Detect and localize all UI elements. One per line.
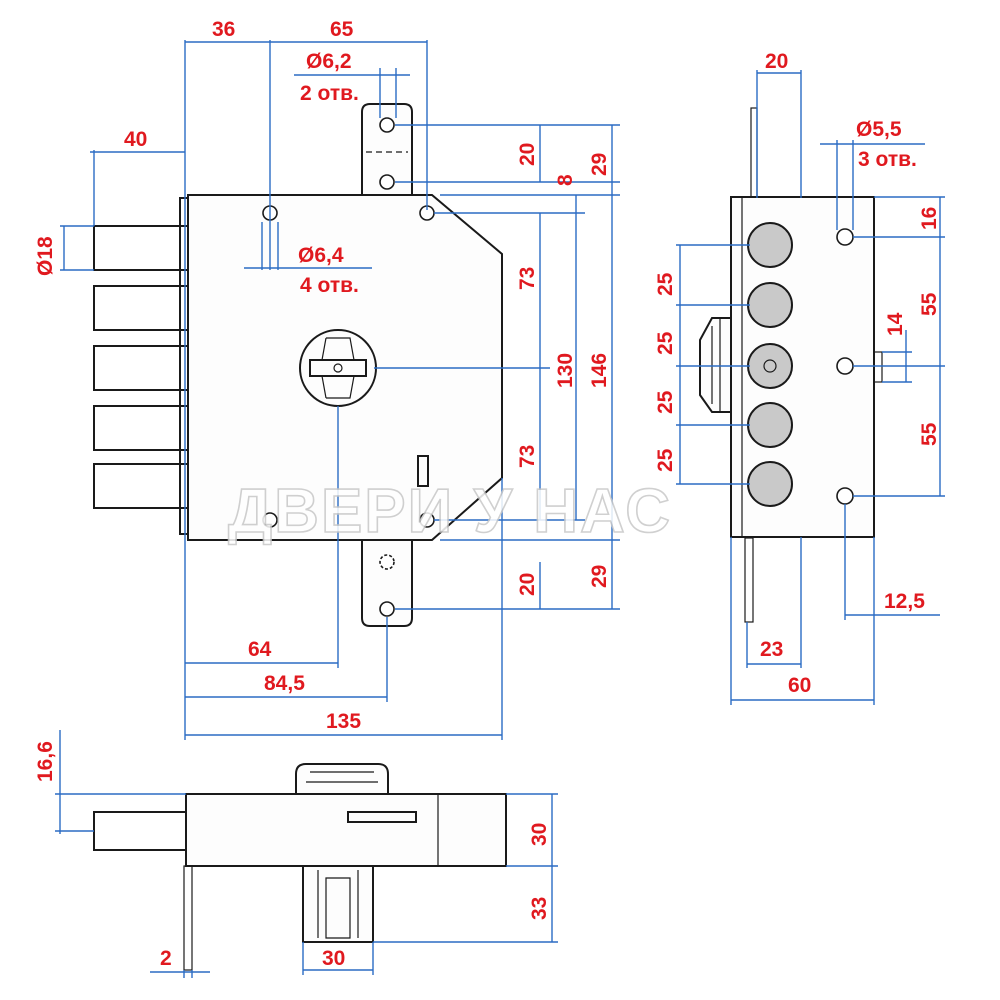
dim-146: 146 (588, 353, 611, 388)
side-roller-1 (747, 222, 793, 268)
dim-29-lower: 29 (588, 565, 611, 588)
dim-84-5: 84,5 (264, 672, 305, 695)
side-dimension-lines (676, 70, 945, 705)
case-hole-bottom-left (262, 512, 278, 528)
dim-side-55-upper: 55 (918, 292, 941, 316)
dim-4-holes: 4 отв. (300, 274, 359, 297)
dim-side-25-1: 25 (654, 272, 677, 296)
cylinder-center (333, 363, 343, 373)
dim-bolt-diameter: Ø18 (34, 236, 57, 276)
dim-20-lower: 20 (516, 573, 539, 596)
side-roller-4 (747, 402, 793, 448)
side-hole-top (836, 228, 854, 246)
side-hole-mid (836, 357, 854, 375)
side-lower-tab (744, 537, 754, 623)
dim-65: 65 (330, 18, 354, 41)
dim-29-upper: 29 (588, 153, 611, 176)
dim-side-25-3: 25 (654, 390, 677, 414)
dim-64: 64 (248, 638, 272, 661)
dim-135: 135 (326, 710, 361, 733)
side-hole-bottom (836, 487, 854, 505)
dim-130: 130 (554, 353, 577, 388)
watermark: ДВЕРИ У НАС (228, 477, 672, 546)
upper-ear (361, 103, 413, 197)
bolt-5 (93, 463, 189, 509)
bottom-view (93, 763, 507, 971)
dim-side-16: 16 (918, 207, 941, 230)
dim-side-12-5: 12,5 (884, 590, 925, 613)
dim-hole-5-5: Ø5,5 (856, 118, 902, 141)
dim-bottom-30: 30 (322, 947, 345, 970)
dim-73-upper: 73 (516, 267, 539, 290)
dim-36: 36 (212, 18, 235, 41)
bottom-slot (347, 811, 417, 823)
bolt-2 (93, 285, 189, 331)
bottom-case (185, 793, 507, 867)
side-latch (699, 317, 732, 413)
dim-side-55-lower: 55 (918, 422, 941, 446)
case-slot (417, 455, 429, 487)
side-view (699, 107, 883, 623)
side-roller-3 (747, 343, 793, 389)
dim-3-holes: 3 отв. (858, 148, 917, 171)
side-roller-5 (747, 461, 793, 507)
dimension-labels: 36 65 40 Ø6,2 2 отв. Ø18 Ø6,4 4 отв. 20 … (34, 18, 941, 970)
dim-side-23: 23 (760, 638, 783, 661)
bottom-cylinder-detail (306, 771, 378, 783)
bottom-cylinder-head (295, 763, 389, 795)
side-step (873, 351, 883, 383)
bottom-bolt (93, 811, 187, 851)
ear-hole-upper (379, 174, 395, 190)
cylinder-key-slot (309, 359, 367, 377)
dim-8: 8 (554, 174, 577, 186)
dim-side-25-4: 25 (654, 448, 677, 472)
dim-side-25-2: 25 (654, 331, 677, 355)
ear-hole-bottom (379, 601, 395, 617)
dim-bottom-16-6: 16,6 (34, 741, 57, 782)
bottom-dimension-lines (55, 730, 558, 978)
bottom-lever (302, 865, 374, 943)
dim-bottom-30-right: 30 (528, 823, 551, 846)
dim-hole-6-4: Ø6,4 (298, 244, 344, 267)
dim-20-upper: 20 (516, 143, 539, 166)
bolt-4 (93, 405, 189, 451)
dim-40: 40 (124, 128, 147, 151)
ear-hole-lower (379, 554, 395, 570)
dim-bottom-33: 33 (528, 897, 551, 920)
dim-73-lower: 73 (516, 445, 539, 468)
bolts (93, 197, 191, 535)
lower-ear (361, 535, 413, 627)
dim-2-holes: 2 отв. (300, 82, 359, 105)
bolt-1 (93, 225, 189, 271)
dim-side-14: 14 (884, 312, 907, 336)
dim-hole-6-2: Ø6,2 (306, 50, 352, 73)
dim-side-20: 20 (765, 50, 788, 73)
cylinder-cam (321, 337, 355, 399)
dim-side-60: 60 (788, 674, 811, 697)
bottom-plate-edge (183, 865, 193, 971)
ear-hole-top (379, 117, 395, 133)
side-roller-center (763, 359, 777, 373)
side-roller-2 (747, 282, 793, 328)
bolt-3 (93, 345, 189, 391)
cylinder (299, 329, 377, 407)
bottom-lever-detail (317, 870, 359, 939)
side-latch-detail (711, 318, 721, 412)
dim-bottom-2: 2 (160, 947, 172, 970)
front-dimension-lines (60, 40, 620, 740)
side-upper-tab (750, 107, 758, 199)
